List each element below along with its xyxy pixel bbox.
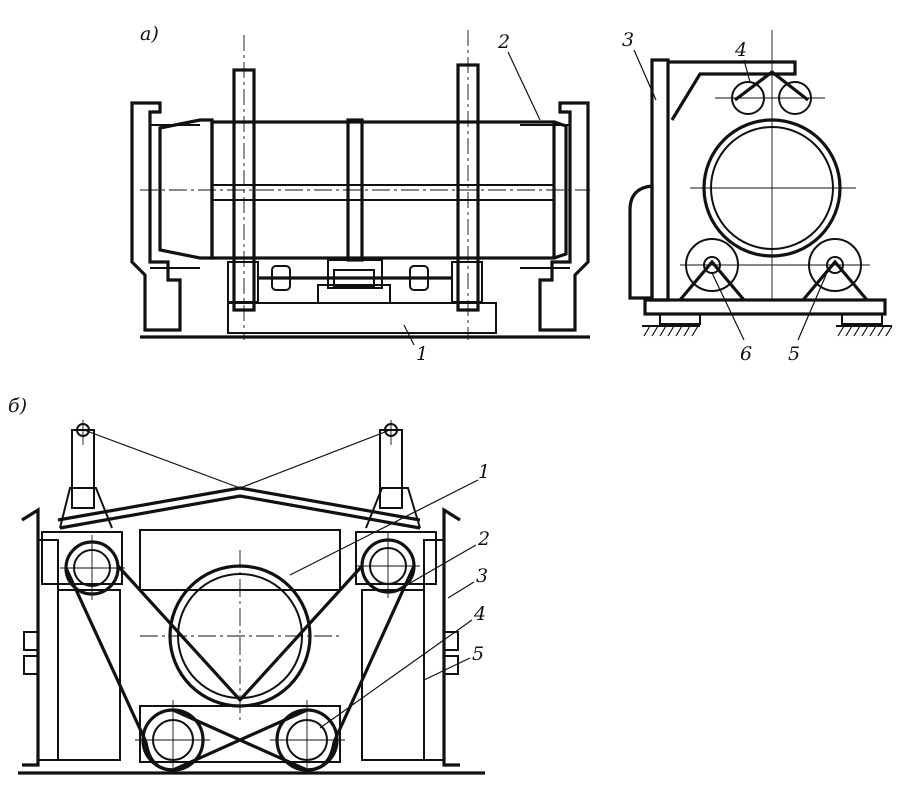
ring-support-left: [227, 35, 259, 340]
view-a-end-view: 3 4 6 5: [622, 29, 893, 365]
ground-hatch: [642, 325, 893, 337]
label-2: 2: [497, 31, 510, 53]
label-1: 1: [416, 343, 428, 365]
belt: [64, 564, 416, 772]
label-6: 6: [740, 343, 752, 365]
callouts-view-a-end: 3 4 6 5: [622, 29, 827, 365]
end-stand-left: [130, 101, 200, 332]
callouts-view-b: 1 2 3 4 5: [289, 461, 490, 729]
label-b3: 3: [476, 565, 488, 587]
ring-support-right: [451, 30, 483, 340]
drive-shaft: [258, 265, 452, 291]
view-a-caption: а): [140, 23, 159, 45]
ring-support-middle: [327, 118, 383, 289]
label-b5: 5: [472, 643, 484, 665]
callouts-view-a: 2 1: [403, 31, 541, 365]
view-b-caption: б): [8, 395, 27, 417]
label-b2: 2: [477, 528, 490, 550]
base-frame: [140, 284, 590, 339]
label-b4: 4: [473, 603, 486, 625]
label-b1: 1: [478, 461, 490, 483]
view-a-side-elevation: а): [130, 23, 590, 365]
pipe-body: [140, 118, 590, 260]
label-3: 3: [622, 29, 634, 51]
view-b-belt-drive: б): [8, 395, 490, 775]
label-5: 5: [788, 343, 800, 365]
label-4: 4: [734, 39, 747, 61]
